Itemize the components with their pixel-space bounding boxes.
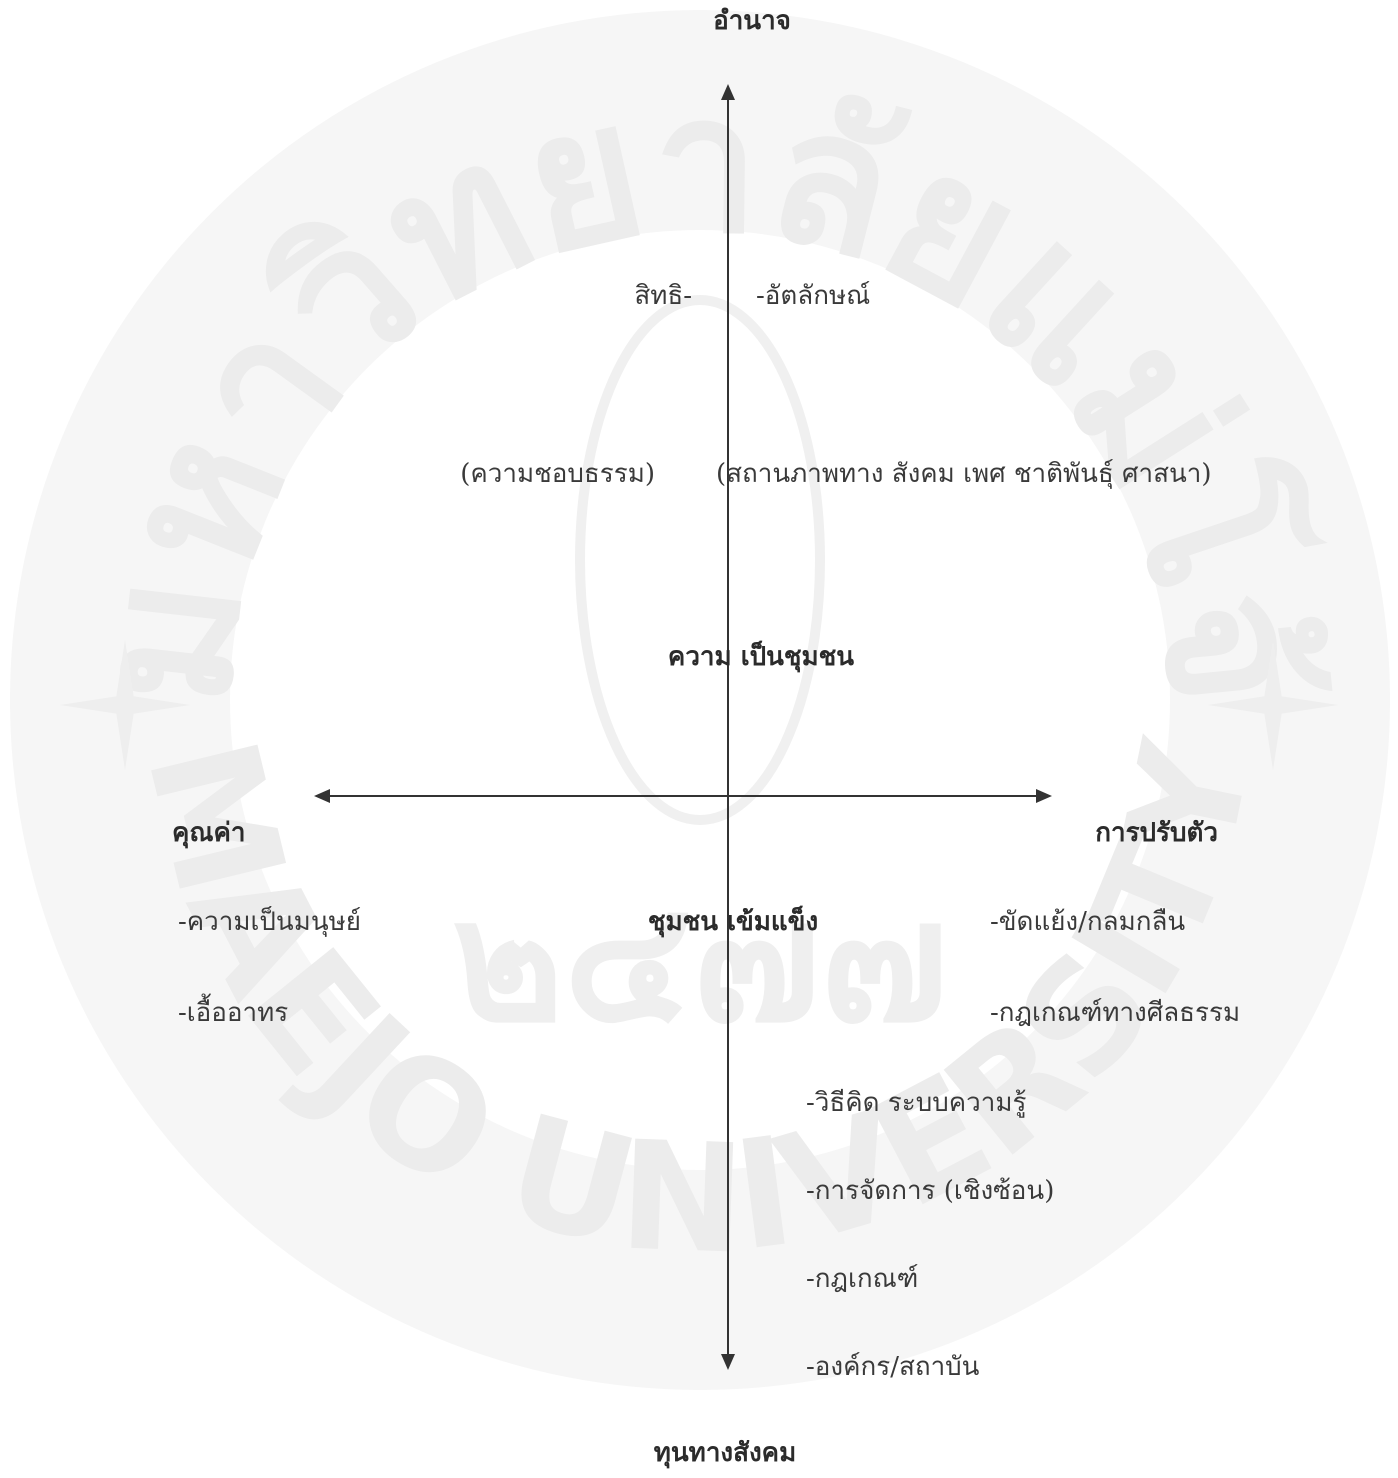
lower-left-item: -เอื้ออาทร: [178, 1000, 288, 1026]
upper-right-term: -อัตลักษณ์: [756, 283, 870, 309]
lower-right-item: -กฎเกณฑ์ทางศีลธรรม: [990, 1000, 1240, 1026]
bottom-list-item: -การจัดการ (เชิงซ้อน): [806, 1178, 1054, 1204]
upper-left-detail: (ความชอบธรรม): [460, 461, 655, 487]
bottom-list-item: -วิธีคิด ระบบความรู้: [806, 1090, 1026, 1116]
upper-right-detail: (สถานภาพทาง สังคม เพศ ชาติพันธุ์ ศาสนา): [716, 461, 1212, 487]
axis-right-label: การปรับตัว: [1095, 820, 1218, 846]
lower-right-item: -ขัดแย้ง/กลมกลืน: [990, 909, 1185, 935]
upper-left-term: สิทธิ-: [634, 283, 692, 309]
arrow-up-icon: [721, 84, 735, 100]
axis-left-label: คุณค่า: [172, 820, 246, 846]
arrow-down-icon: [721, 1354, 735, 1370]
arrow-right-icon: [1036, 789, 1052, 803]
arrow-left-icon: [314, 789, 330, 803]
bottom-list-item: -กฎเกณฑ์: [806, 1266, 918, 1292]
lower-left-item: -ความเป็นมนุษย์: [178, 909, 361, 935]
center-upper-label: ความ เป็นชุมชน: [668, 644, 854, 670]
axis-top-label: อำนาจ: [713, 8, 791, 34]
center-lower-label: ชุมชน เข้มแข็ง: [648, 909, 818, 935]
axis-bottom-label: ทุนทางสังคม: [654, 1440, 796, 1466]
bottom-list-item: -องค์กร/สถาบัน: [806, 1354, 979, 1380]
